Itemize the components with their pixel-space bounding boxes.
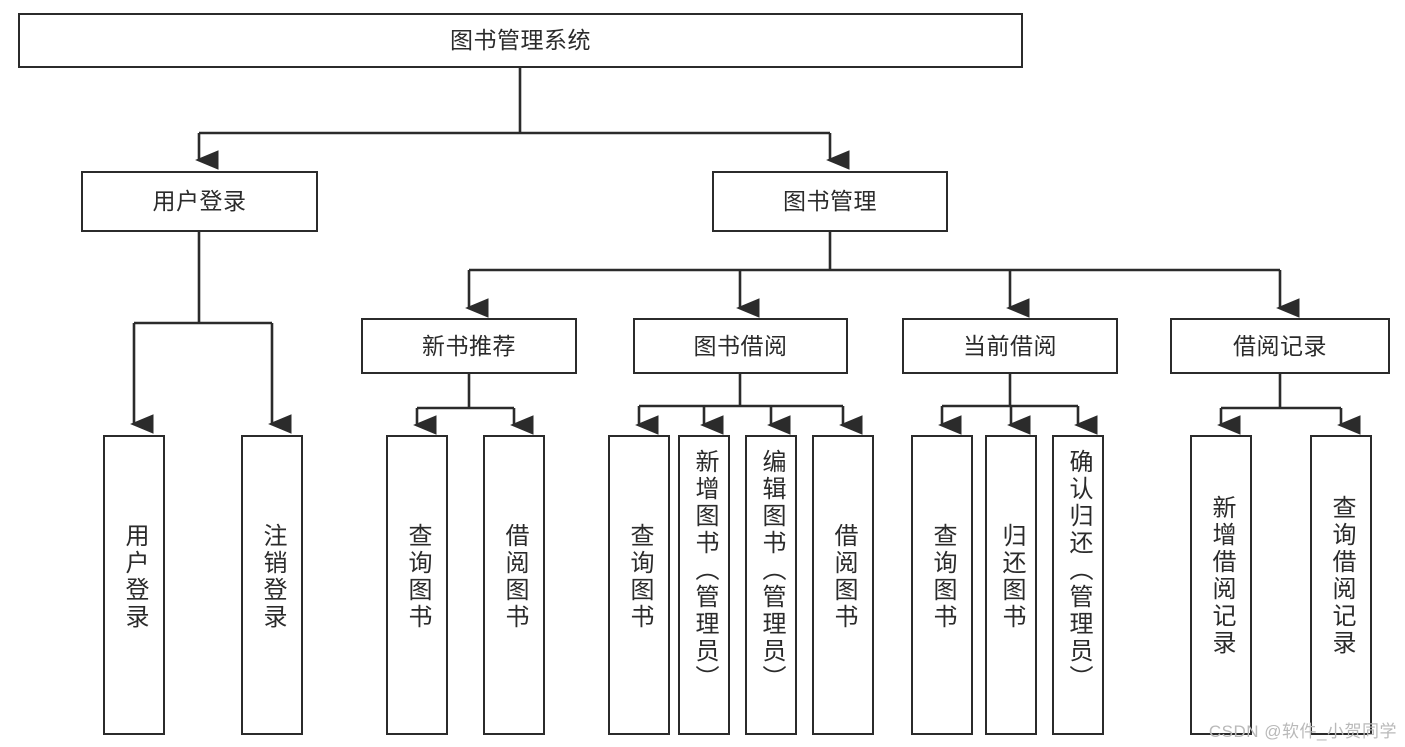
node-user-login[interactable]: 用户登录: [81, 171, 318, 232]
node-leaf-confirm-return[interactable]: 确认归还（管理员）: [1052, 435, 1104, 735]
node-leaf-query-book-borrow[interactable]: 查询图书: [608, 435, 670, 735]
node-leaf-add-book[interactable]: 新增图书（管理员）: [678, 435, 730, 735]
node-label: 新增借阅记录: [1208, 495, 1235, 657]
node-leaf-query-book-current[interactable]: 查询图书: [911, 435, 973, 735]
node-label: 借阅记录: [1233, 332, 1327, 359]
node-leaf-add-borrow-record[interactable]: 新增借阅记录: [1190, 435, 1252, 735]
node-label: 新增图书（管理员）: [691, 449, 718, 692]
node-leaf-borrow-book-recommend[interactable]: 借阅图书: [483, 435, 545, 735]
node-label: 图书借阅: [693, 332, 788, 359]
node-borrow-record[interactable]: 借阅记录: [1170, 318, 1390, 374]
node-label: 确认归还（管理员）: [1065, 449, 1092, 692]
node-label: 借阅图书: [830, 523, 857, 631]
node-book-manage[interactable]: 图书管理: [712, 171, 948, 232]
node-book-borrow[interactable]: 图书借阅: [633, 318, 848, 374]
node-label: 用户登录: [152, 188, 247, 215]
node-label: 用户登录: [121, 523, 148, 631]
node-label: 编辑图书（管理员）: [758, 449, 785, 692]
node-new-book-recommend[interactable]: 新书推荐: [361, 318, 577, 374]
node-label: 查询图书: [626, 523, 653, 631]
node-label: 当前借阅: [963, 332, 1057, 359]
node-leaf-edit-book[interactable]: 编辑图书（管理员）: [745, 435, 797, 735]
node-current-borrow[interactable]: 当前借阅: [902, 318, 1118, 374]
node-label: 查询图书: [929, 523, 956, 631]
node-label: 查询图书: [404, 523, 431, 631]
node-label: 图书管理系统: [450, 27, 591, 54]
node-leaf-logout[interactable]: 注销登录: [241, 435, 303, 735]
node-label: 图书管理: [783, 188, 877, 215]
node-leaf-query-borrow-record[interactable]: 查询借阅记录: [1310, 435, 1372, 735]
node-leaf-borrow-book[interactable]: 借阅图书: [812, 435, 874, 735]
node-label: 借阅图书: [501, 523, 528, 631]
node-leaf-user-login[interactable]: 用户登录: [103, 435, 165, 735]
node-label: 新书推荐: [422, 332, 516, 359]
node-leaf-return-book[interactable]: 归还图书: [985, 435, 1037, 735]
watermark-text: CSDN @软件_小贺同学: [1208, 722, 1397, 741]
node-root-system[interactable]: 图书管理系统: [18, 13, 1023, 68]
node-label: 归还图书: [998, 523, 1025, 631]
node-leaf-query-book-recommend[interactable]: 查询图书: [386, 435, 448, 735]
node-label: 查询借阅记录: [1328, 495, 1355, 657]
node-label: 注销登录: [259, 523, 286, 631]
